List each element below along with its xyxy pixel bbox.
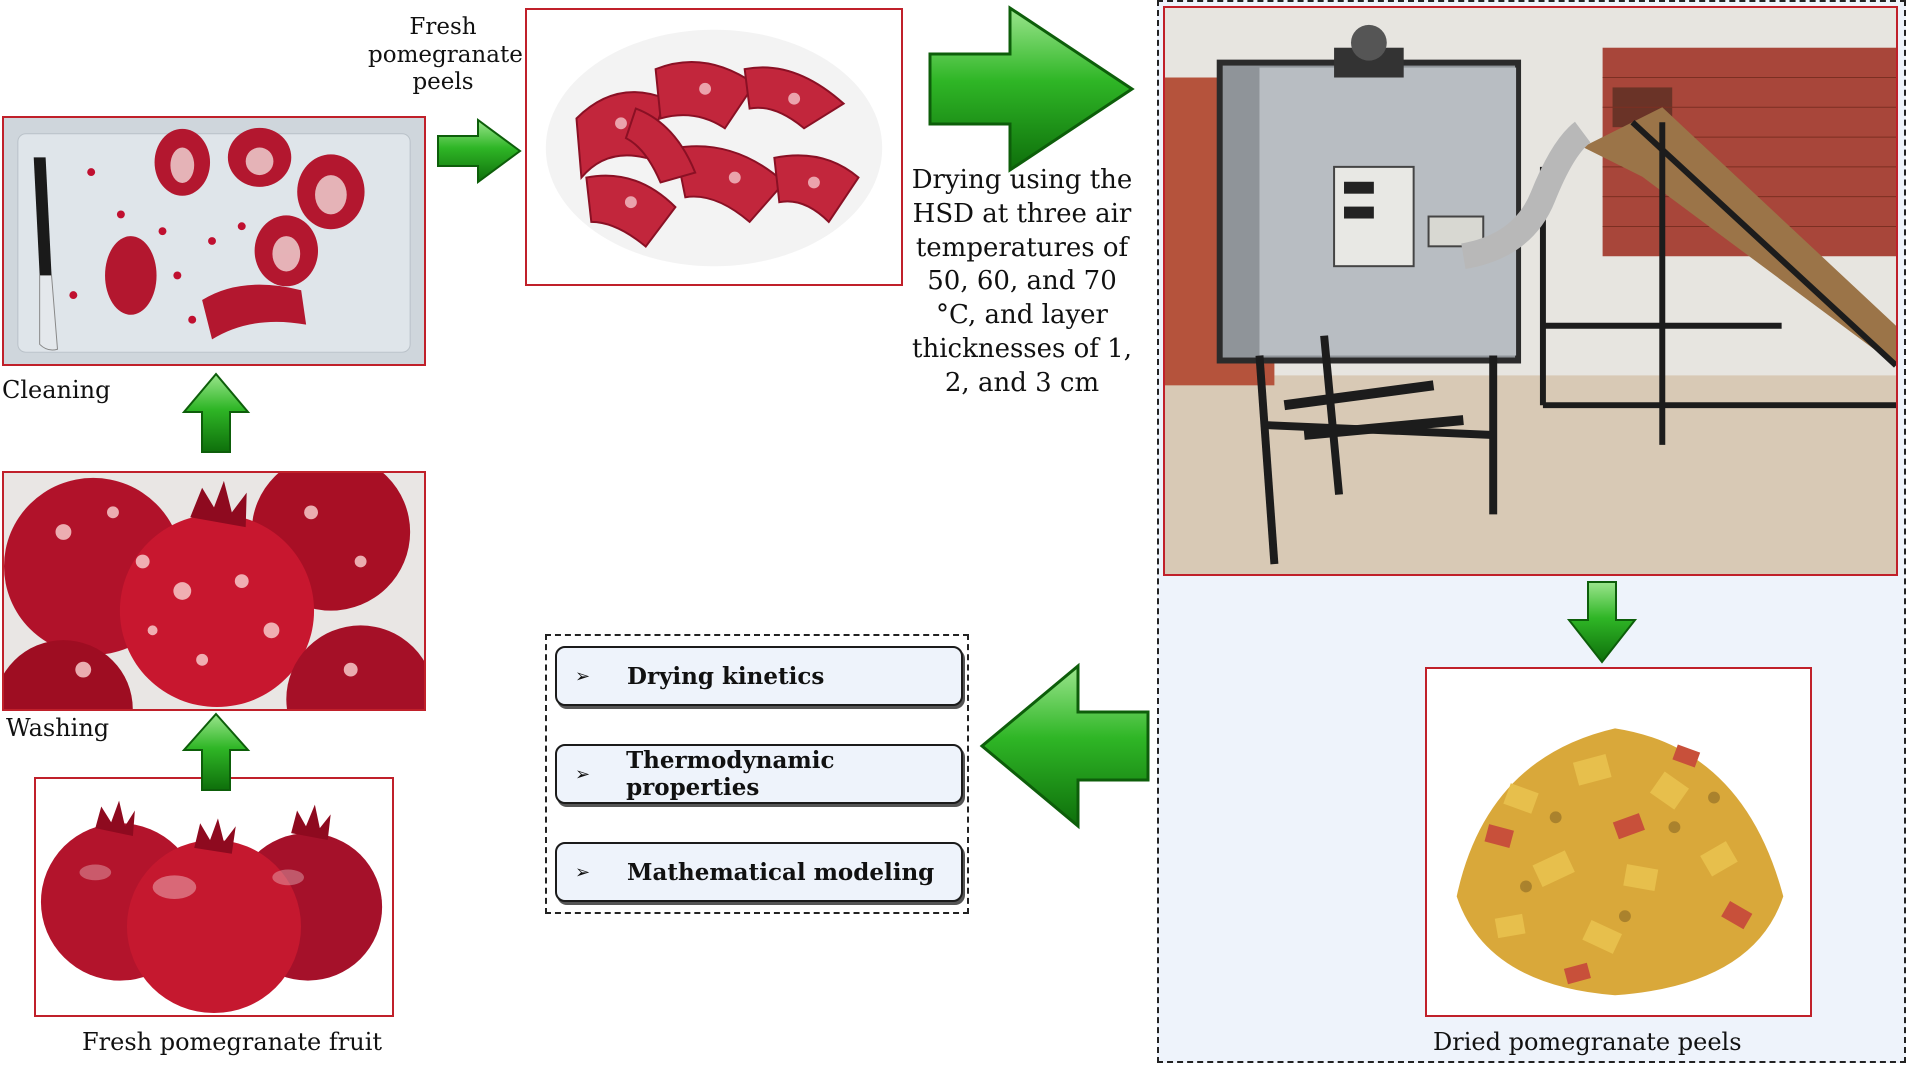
dryer-equipment-photo bbox=[1163, 6, 1898, 576]
fresh-peels-caption: Fresh pomegranate peels bbox=[368, 14, 523, 96]
cleaning-caption: Cleaning bbox=[2, 376, 111, 404]
cleaning-photo bbox=[2, 116, 426, 366]
dried-peels-caption: Dried pomegranate peels bbox=[1433, 1028, 1742, 1056]
fresh-fruit-photo bbox=[34, 777, 394, 1017]
arrow-left-icon bbox=[979, 662, 1150, 830]
analyses-panel: ➢ Drying kinetics ➢ Thermodynamic proper… bbox=[545, 634, 969, 914]
fresh-fruit-caption: Fresh pomegranate fruit bbox=[82, 1028, 383, 1056]
result-drying-kinetics: ➢ Drying kinetics bbox=[555, 646, 963, 706]
result-label: Thermodynamic properties bbox=[626, 747, 835, 801]
fresh-peels-photo bbox=[525, 8, 903, 286]
arrowhead-bullet-icon: ➢ bbox=[575, 861, 591, 883]
arrow-right-icon bbox=[436, 118, 522, 184]
washing-caption: Washing bbox=[6, 714, 110, 742]
arrow-down-icon bbox=[1566, 580, 1638, 664]
drying-process-text: Drying using the HSD at three air temper… bbox=[911, 165, 1133, 398]
result-label: Mathematical modeling bbox=[627, 858, 935, 886]
washing-photo bbox=[2, 471, 426, 711]
result-mathematical-modeling: ➢ Mathematical modeling bbox=[555, 842, 963, 902]
arrow-right-icon bbox=[928, 5, 1135, 173]
arrowhead-bullet-icon: ➢ bbox=[575, 665, 591, 687]
dried-peels-photo bbox=[1425, 667, 1812, 1017]
arrowhead-bullet-icon: ➢ bbox=[575, 763, 591, 785]
arrow-up-icon bbox=[181, 372, 251, 454]
arrow-up-icon bbox=[181, 712, 251, 792]
result-label: Drying kinetics bbox=[627, 662, 825, 690]
result-thermodynamic-properties: ➢ Thermodynamic properties bbox=[555, 744, 963, 804]
